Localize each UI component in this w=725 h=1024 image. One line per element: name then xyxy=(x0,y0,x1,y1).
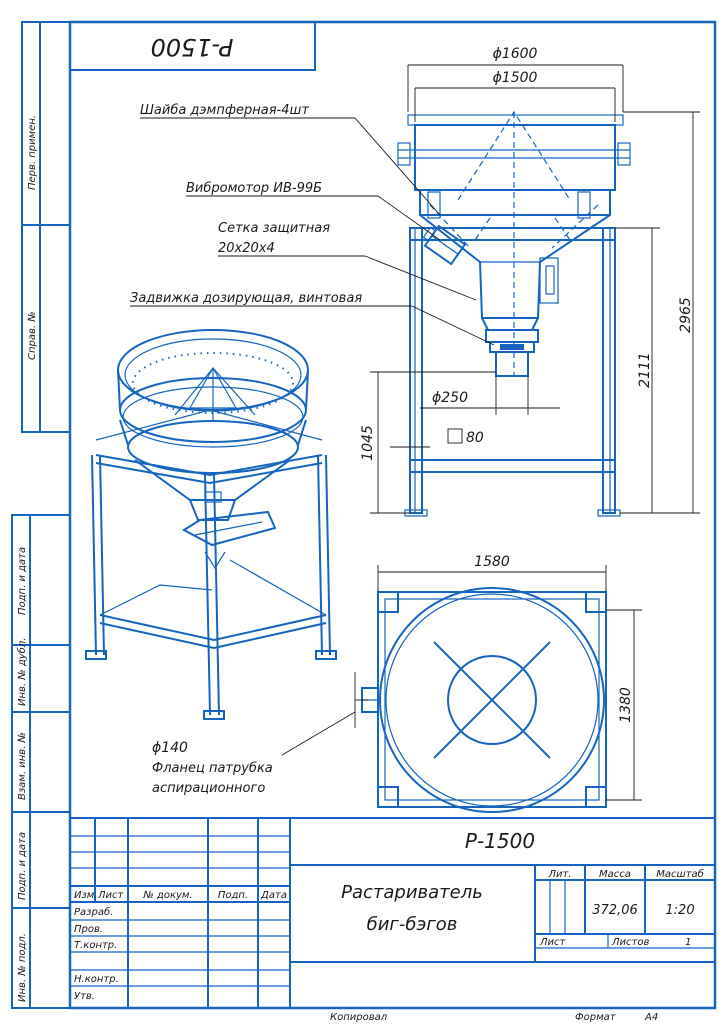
side-labels: Перв. примен. Справ. № Подп. и дата Инв.… xyxy=(16,115,38,1002)
front-view-callouts: Шайба дэмпферная-4шт Вибромотор ИВ-99Б С… xyxy=(130,103,495,346)
footer-format-label: Формат xyxy=(575,1012,617,1023)
col-list: Лист xyxy=(97,890,125,901)
callout-valve: Задвижка дозирующая, винтовая xyxy=(130,291,362,306)
callout-flange-line2: аспирационного xyxy=(152,781,265,796)
callout-mesh-line2: 20х20х4 xyxy=(218,241,275,256)
row-prov: Пров. xyxy=(74,924,103,935)
callout-mesh-line1: Сетка защитная xyxy=(218,221,330,236)
rotated-code: P-1500 xyxy=(151,33,234,61)
dim-depth: 1380 xyxy=(618,687,634,723)
side-label-sprav-no: Справ. № xyxy=(27,311,38,360)
col-izm: Изм. xyxy=(74,890,98,901)
masshtab-value: 1:20 xyxy=(665,903,694,918)
massa-value: 372,06 xyxy=(592,903,638,918)
dim-width: 1580 xyxy=(474,554,510,570)
footer: Копировал Формат А4 xyxy=(330,1012,658,1023)
side-label-podp-data-1: Подп. и дата xyxy=(17,547,28,615)
front-view xyxy=(397,110,631,517)
dim-height-outlet: 1045 xyxy=(360,425,376,461)
dim-height-total: 2965 xyxy=(678,297,694,333)
dim-square: 80 xyxy=(466,430,484,446)
title-designation: Р-1500 xyxy=(465,829,535,853)
col-podp: Подп. xyxy=(218,890,248,901)
callout-vibromotor: Вибромотор ИВ-99Б xyxy=(186,181,322,196)
col-data: Дата xyxy=(260,890,287,901)
callout-washer: Шайба дэмпферная-4шт xyxy=(140,103,309,118)
listov-label: Листов xyxy=(611,937,649,948)
dim-d-inner: ϕ1500 xyxy=(493,70,538,86)
dim-d-flange: ϕ140 xyxy=(152,740,188,756)
dim-d-outer: ϕ1600 xyxy=(493,46,538,62)
row-tkontr: Т.контр. xyxy=(74,940,117,951)
rotated-designation: P-1500 xyxy=(69,21,316,71)
title-name-line2: биг-бэгов xyxy=(367,914,458,935)
callout-flange-line1: Фланец патрубка xyxy=(152,761,273,776)
isometric-view xyxy=(85,329,337,720)
col-doc-no: № докум. xyxy=(142,890,192,901)
row-utv: Утв. xyxy=(74,991,95,1002)
side-label-inv-no-podl: Инв. № подл. xyxy=(17,933,28,1002)
footer-format: А4 xyxy=(644,1012,658,1023)
title-block: Р-1500 Растариватель биг-бэгов Изм. Лист… xyxy=(70,817,715,1008)
dim-height-frame: 2111 xyxy=(637,352,653,388)
row-razrab: Разраб. xyxy=(74,906,113,918)
footer-copied: Копировал xyxy=(330,1012,388,1023)
title-name-line1: Растариватель xyxy=(341,882,483,903)
dim-d-outlet: ϕ250 xyxy=(432,390,468,406)
list-label: Лист xyxy=(539,937,567,948)
massa-label: Масса xyxy=(599,869,631,880)
top-view-dimensions: 1580 1380 ϕ140 Фланец патрубка аспирацио… xyxy=(152,554,642,801)
lit-label: Лит. xyxy=(547,869,571,880)
side-label-inv-no-dubl: Инв. № дубл. xyxy=(16,638,28,706)
side-label-podp-data-2: Подп. и дата xyxy=(17,832,28,900)
top-view xyxy=(361,587,607,813)
masshtab-label: Масштаб xyxy=(656,868,704,880)
side-label-perv-primen: Перв. примен. xyxy=(27,115,38,190)
sheet-frame xyxy=(11,20,717,1010)
front-view-dimensions: ϕ1600 ϕ1500 2965 2111 1045 ϕ250 80 xyxy=(360,46,700,514)
side-label-vzam-inv-no: Взам. инв. № xyxy=(17,732,28,800)
listov-value: 1 xyxy=(685,937,691,948)
row-nkontr: Н.контр. xyxy=(74,974,119,985)
